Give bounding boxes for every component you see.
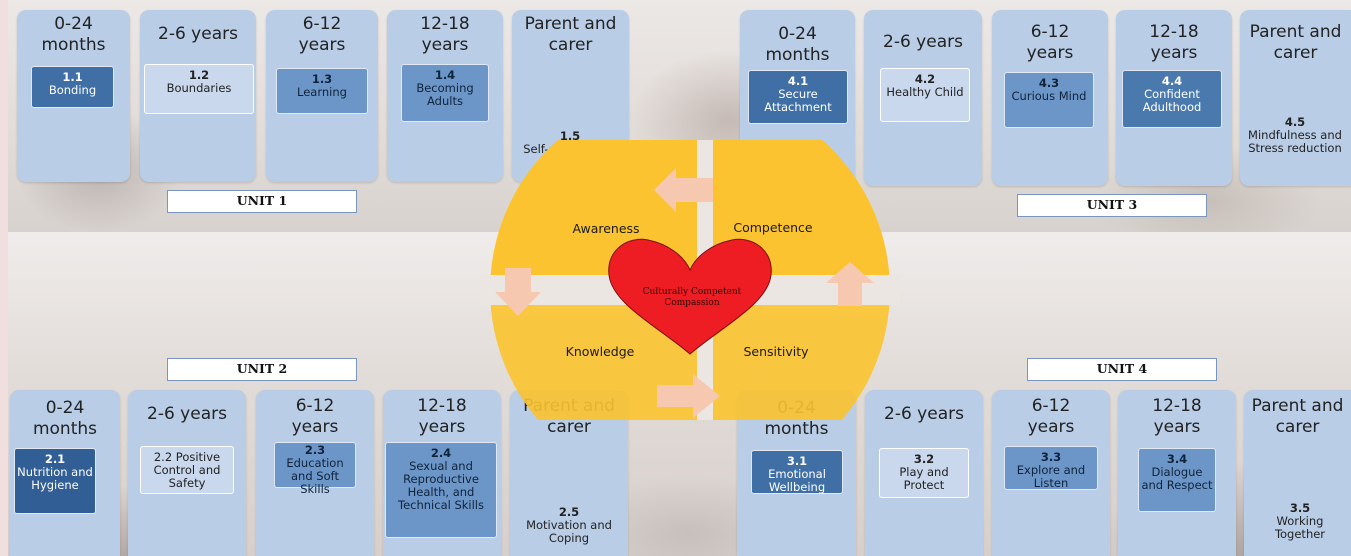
column-heading: 6-12 years (291, 396, 339, 437)
column-heading: 2-6 years (883, 32, 963, 52)
column-heading: Parent and carer (1251, 396, 1344, 437)
column-heading: 12-18 years (417, 396, 467, 437)
column-heading: 12-18 years (1149, 22, 1199, 63)
heart-icon (608, 238, 772, 355)
compassion-cycle: Awareness Competence Knowledge Sensitivi… (480, 140, 900, 420)
arrow-down-icon (495, 268, 541, 316)
competence-label: Competence (733, 220, 813, 235)
arrow-right-icon (657, 374, 720, 418)
column-heading: 6-12 years (1026, 22, 1074, 63)
knowledge-quadrant (490, 290, 690, 420)
unit2-column-2-6-years: 2-6 years 2.2 Positive Control and Safet… (128, 390, 246, 556)
column-heading: 2-6 years (884, 404, 964, 424)
unit-2-label: UNIT 2 (167, 358, 357, 381)
unit-3-label: UNIT 3 (1017, 194, 1207, 217)
module-2-2: 2.2 Positive Control and Safety (140, 446, 234, 494)
arrow-left-icon (654, 168, 713, 212)
sensitivity-label: Sensitivity (743, 344, 809, 359)
column-heading: 0-24 months (765, 24, 830, 65)
column-heading: 6-12 years (1027, 396, 1075, 437)
column-heading: 0-24 months (32, 398, 98, 439)
sensitivity-quadrant (690, 290, 890, 420)
knowledge-label: Knowledge (566, 344, 635, 359)
column-heading: 2-6 years (158, 24, 238, 44)
column-heading: 0-24 months (41, 14, 106, 55)
arrow-up-icon (826, 262, 874, 306)
column-heading: 12-18 years (420, 14, 470, 55)
column-heading: 6-12 years (298, 14, 346, 55)
column-heading: Parent and carer (1249, 22, 1342, 63)
column-heading: Parent and carer (524, 14, 617, 55)
column-heading: 12-18 years (1152, 396, 1202, 437)
column-heading: 2-6 years (147, 404, 227, 424)
unit-4-label: UNIT 4 (1027, 358, 1217, 381)
awareness-label: Awareness (572, 221, 639, 236)
unit-1-label: UNIT 1 (167, 190, 357, 213)
